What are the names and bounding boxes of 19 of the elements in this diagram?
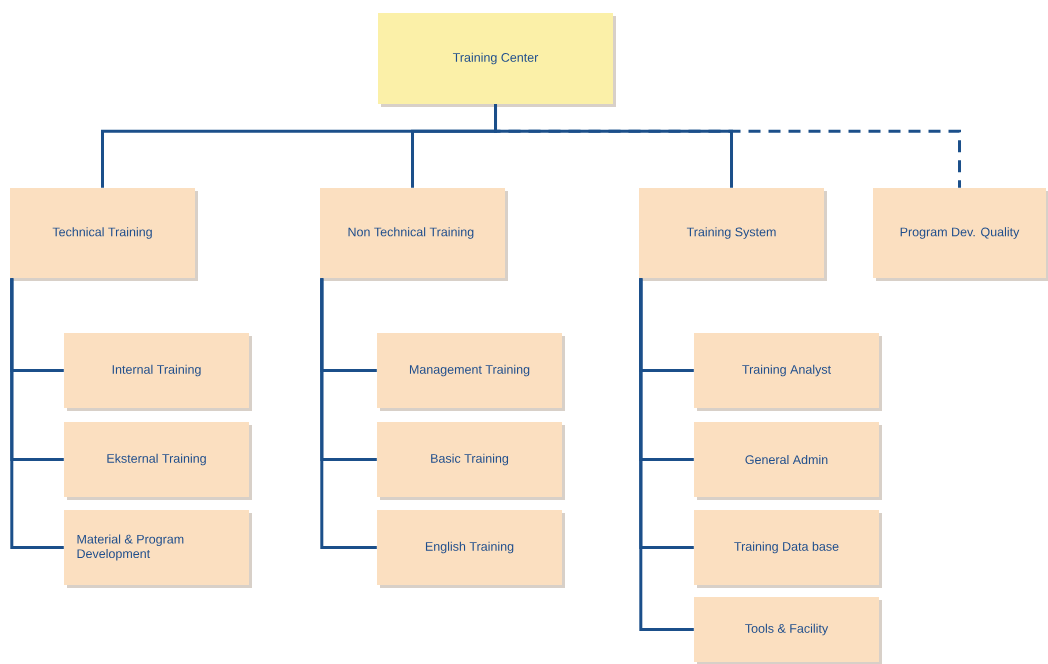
org-box: Material & Program Development <box>64 510 252 588</box>
connector-line <box>494 104 961 188</box>
org-box: Training System <box>639 188 827 281</box>
org-box: Non Technical Training <box>320 188 508 281</box>
org-box: Program Dev. Quality <box>873 188 1048 281</box>
org-box: Training Data base <box>694 510 882 588</box>
org-box: General Admin <box>694 422 882 500</box>
org-box: Basic Training <box>377 422 565 500</box>
org-box: Tools & Facility <box>694 597 882 664</box>
org-box: Technical Training <box>10 188 198 281</box>
org-box: English Training <box>377 510 565 588</box>
org-box: Internal Training <box>64 333 252 411</box>
org-box: Eksternal Training <box>64 422 252 500</box>
connector-line <box>639 278 694 631</box>
connector-line <box>320 278 377 549</box>
org-box: Training Analyst <box>694 333 882 411</box>
connector-line <box>10 278 64 549</box>
org-box: Training Center <box>378 13 616 107</box>
org-box: Management Training <box>377 333 565 411</box>
